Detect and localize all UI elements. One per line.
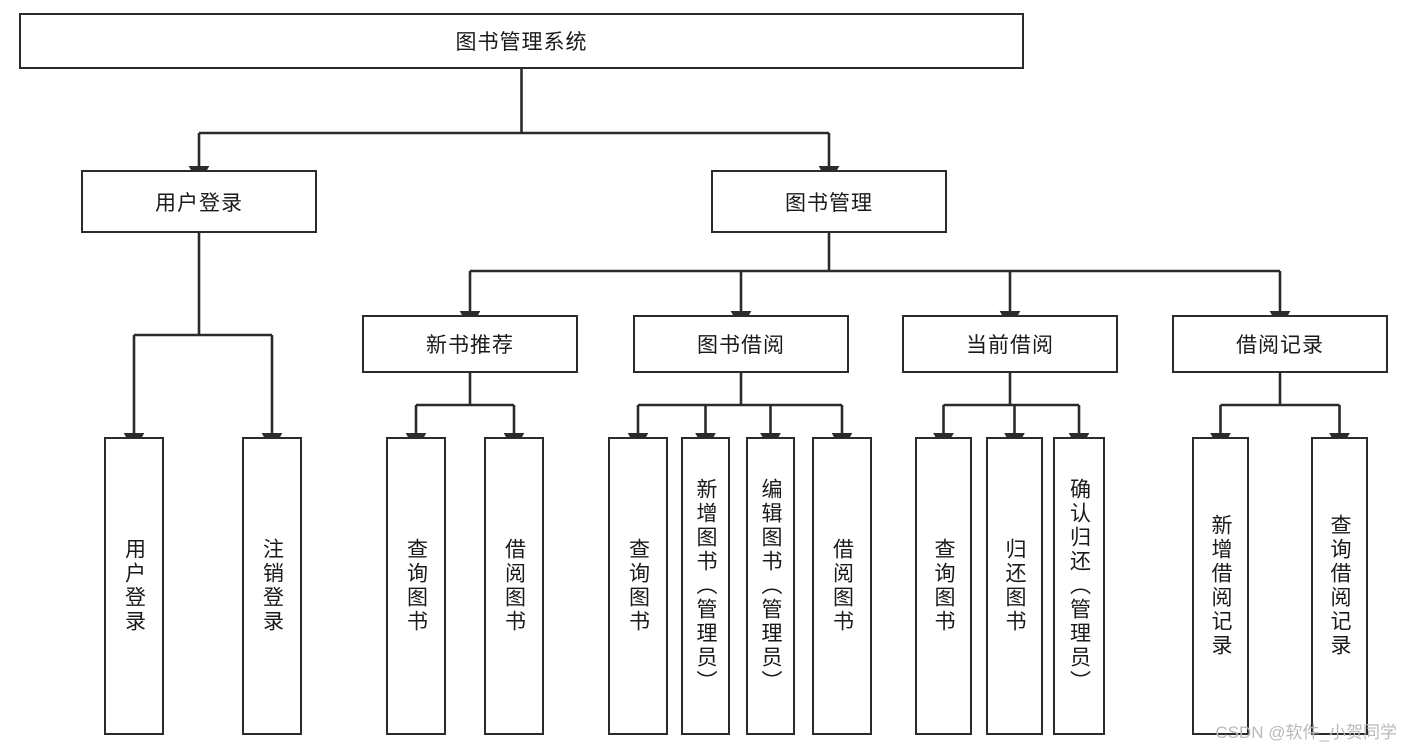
node-rec-add[interactable]: 新增借阅记录 — [1192, 437, 1249, 735]
node-current[interactable]: 当前借阅 — [902, 315, 1118, 373]
node-label: 图书管理 — [785, 191, 873, 215]
node-cur-confirm[interactable]: 确认归还（管理员） — [1053, 437, 1105, 735]
node-rec-query[interactable]: 查询借阅记录 — [1311, 437, 1368, 735]
node-records[interactable]: 借阅记录 — [1172, 315, 1388, 373]
node-login[interactable]: 用户登录 — [81, 170, 317, 233]
node-label: 借阅图书 — [502, 538, 526, 634]
node-userlogout[interactable]: 注销登录 — [242, 437, 302, 735]
edge-paths — [123, 69, 1350, 452]
node-label: 借阅图书 — [830, 538, 854, 634]
node-label: 图书管理系统 — [455, 31, 588, 54]
node-cur-query[interactable]: 查询图书 — [915, 437, 972, 735]
node-root[interactable]: 图书管理系统 — [19, 13, 1024, 69]
node-label: 查询图书 — [626, 538, 650, 634]
node-label: 确认归还（管理员） — [1067, 478, 1091, 694]
node-label: 归还图书 — [1003, 538, 1026, 634]
node-userlogin[interactable]: 用户登录 — [104, 437, 164, 735]
node-newbook[interactable]: 新书推荐 — [362, 315, 578, 373]
node-label: 借阅记录 — [1236, 334, 1324, 357]
node-bk-edit[interactable]: 编辑图书（管理员） — [746, 437, 795, 735]
node-label: 当前借阅 — [966, 334, 1054, 357]
node-bk-add[interactable]: 新增图书（管理员） — [681, 437, 730, 735]
node-label: 查询图书 — [404, 538, 428, 634]
node-label: 图书借阅 — [697, 334, 785, 357]
node-label: 用户登录 — [155, 191, 243, 215]
node-bk-query[interactable]: 查询图书 — [608, 437, 668, 735]
node-borrow[interactable]: 图书借阅 — [633, 315, 849, 373]
node-nb-query[interactable]: 查询图书 — [386, 437, 446, 735]
node-label: 新书推荐 — [426, 334, 514, 357]
node-label: 编辑图书（管理员） — [759, 478, 782, 694]
node-label: 新增图书（管理员） — [694, 478, 717, 694]
node-label: 查询图书 — [932, 538, 955, 634]
node-cur-return[interactable]: 归还图书 — [986, 437, 1043, 735]
node-label: 注销登录 — [260, 538, 284, 634]
node-bookmgmt[interactable]: 图书管理 — [711, 170, 947, 233]
node-label: 用户登录 — [122, 538, 146, 634]
node-bk-borrow[interactable]: 借阅图书 — [812, 437, 872, 735]
node-nb-borrow[interactable]: 借阅图书 — [484, 437, 544, 735]
node-label: 查询借阅记录 — [1328, 514, 1351, 658]
node-label: 新增借阅记录 — [1209, 514, 1232, 658]
